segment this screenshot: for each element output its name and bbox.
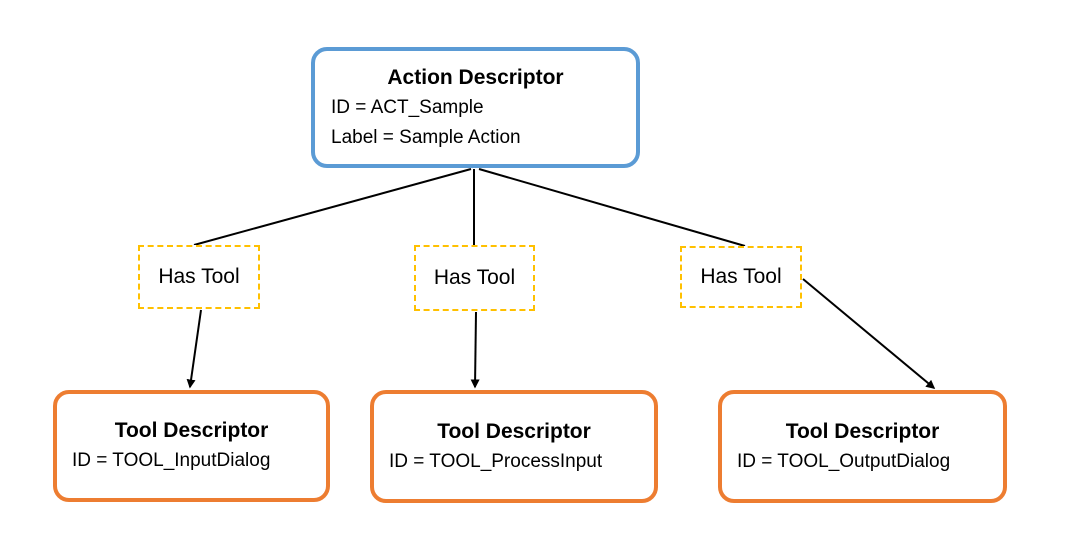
action-descriptor-label: Label = Sample Action <box>331 126 521 148</box>
has-tool-label-3: Has Tool <box>700 265 782 288</box>
has-tool-box-1: Has Tool <box>138 245 260 309</box>
has-tool-label-1: Has Tool <box>158 265 240 288</box>
tool-descriptor-id-2: ID = TOOL_ProcessInput <box>389 450 603 472</box>
edge-action-to-hastool-1 <box>193 168 472 246</box>
tool-descriptor-box-3: Tool Descriptor ID = TOOL_OutputDialog <box>718 390 1007 503</box>
edge-hastool1-to-tool1-arrow <box>186 309 202 389</box>
tool-descriptor-title-3: Tool Descriptor <box>785 419 940 443</box>
edge-action-to-hastool-3 <box>478 168 746 247</box>
action-descriptor-box: Action Descriptor ID = ACT_Sample Label … <box>311 47 640 168</box>
tool-descriptor-title-1: Tool Descriptor <box>114 419 269 442</box>
edge-hastool3-to-tool3-arrow <box>802 278 936 389</box>
tool-descriptor-title-2: Tool Descriptor <box>437 419 591 443</box>
tool-descriptor-box-1: Tool Descriptor ID = TOOL_InputDialog <box>53 390 330 502</box>
tool-descriptor-id-3: ID = TOOL_OutputDialog <box>737 450 951 472</box>
edge-hastool2-to-tool2-arrow <box>470 311 480 389</box>
tool-descriptor-box-2: Tool Descriptor ID = TOOL_ProcessInput <box>370 390 658 503</box>
has-tool-label-2: Has Tool <box>433 266 516 289</box>
has-tool-box-2: Has Tool <box>414 245 535 311</box>
action-descriptor-title: Action Descriptor <box>387 65 564 89</box>
action-descriptor-id: ID = ACT_Sample <box>331 96 484 118</box>
tool-descriptor-id-1: ID = TOOL_InputDialog <box>72 450 271 471</box>
has-tool-box-3: Has Tool <box>680 246 802 308</box>
